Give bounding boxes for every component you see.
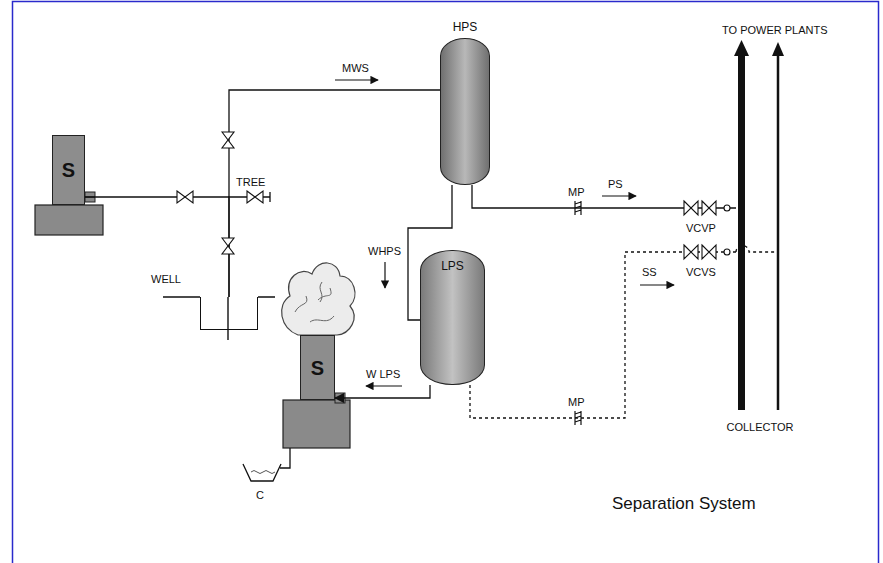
flow-label: PS	[606, 178, 625, 191]
frame	[13, 2, 879, 563]
collector-arrow	[772, 42, 784, 56]
destination-note: TO POWER PLANTS	[722, 24, 828, 37]
flow-label: MWS	[340, 62, 371, 75]
low-pressure-separator: LPS	[420, 250, 485, 385]
flow-label: SS	[640, 266, 659, 279]
silencer-base	[283, 400, 350, 448]
steam-plume	[282, 263, 355, 335]
node-label: S	[62, 159, 75, 181]
node-label: S	[311, 357, 324, 379]
drain-pipe	[280, 448, 290, 468]
pipe	[470, 252, 736, 418]
high-pressure-separator: HPS	[440, 38, 490, 185]
collector-main	[738, 52, 745, 410]
well-casing	[227, 297, 228, 340]
node-label: COLLECTOR	[726, 421, 793, 434]
pipe	[335, 385, 430, 398]
collector-arrow	[734, 40, 749, 56]
caption: Separation System	[612, 494, 756, 514]
node-label: LPS	[441, 259, 464, 273]
canal	[243, 464, 281, 481]
collector-secondary	[777, 52, 780, 410]
component-name: VCVS	[686, 266, 716, 279]
flow-label: W LPS	[364, 368, 402, 381]
flow-arrow	[384, 262, 385, 288]
pipe-crossover	[736, 246, 778, 252]
flow-arrow	[366, 385, 402, 386]
tree-branch	[228, 192, 270, 202]
component-name: MP	[568, 186, 585, 199]
canal-water	[251, 471, 275, 474]
tree-valves	[177, 132, 263, 254]
node-label: HPS	[453, 20, 478, 34]
silencer: S	[300, 335, 335, 400]
component-name: VCVP	[686, 222, 716, 235]
silencer: S	[52, 135, 85, 205]
flow-arrow	[602, 195, 636, 196]
flow-arrow	[335, 79, 378, 80]
steam-texture	[295, 282, 334, 322]
component-name: MP	[568, 396, 585, 409]
collector: COLLECTOR	[736, 58, 784, 410]
orifice-plate	[575, 201, 581, 425]
component-name: TREE	[236, 176, 265, 189]
node-label: WELL	[151, 273, 181, 286]
component-name: C	[256, 489, 264, 502]
flow-label: WHPS	[366, 245, 403, 258]
silencer-base	[35, 205, 103, 235]
well-pit: WELL	[200, 297, 258, 330]
flow-arrow	[640, 284, 674, 285]
control-valve	[684, 201, 730, 259]
pipe	[85, 197, 229, 297]
